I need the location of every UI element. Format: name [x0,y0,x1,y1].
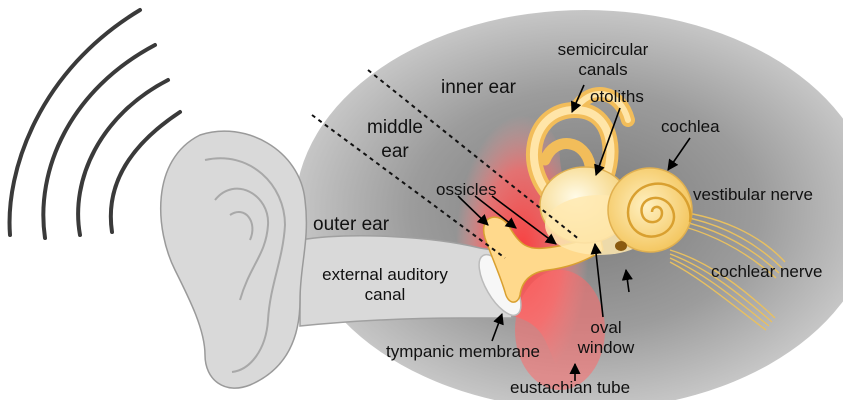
label-tympanic-membrane: tympanic membrane [386,342,540,362]
label-oval-window: oval window [571,318,641,358]
label-eustachian-tube: eustachian tube [510,378,630,398]
label-cochlea: cochlea [661,117,720,137]
label-inner-ear: inner ear [441,76,516,100]
label-middle-ear-line2: ear [355,140,435,164]
label-external-canal-line1: external auditory [305,265,465,285]
label-middle-ear-line1: middle [355,116,435,140]
label-ossicles: ossicles [436,180,496,200]
label-oval-window-line1: oval [571,318,641,338]
label-cochlear-nerve: cochlear nerve [711,262,823,282]
sound-wave-3 [78,80,168,235]
round-window-shape [615,241,627,251]
label-external-auditory-canal: external auditory canal [305,265,465,305]
label-outer-ear: outer ear [313,213,389,237]
cochlea-shape [608,168,692,252]
sound-wave-1 [10,10,140,235]
label-otoliths: otoliths [590,87,644,107]
label-semicircular-line2: canals [548,60,658,80]
label-vestibular-nerve: vestibular nerve [693,185,813,205]
label-semicircular-line1: semicircular [548,40,658,60]
label-middle-ear: middle ear [355,116,435,164]
sound-waves [10,10,180,238]
label-semicircular-canals: semicircular canals [548,40,658,80]
pinna-shape [161,131,307,388]
label-oval-window-line2: window [571,338,641,358]
label-external-canal-line2: canal [305,285,465,305]
